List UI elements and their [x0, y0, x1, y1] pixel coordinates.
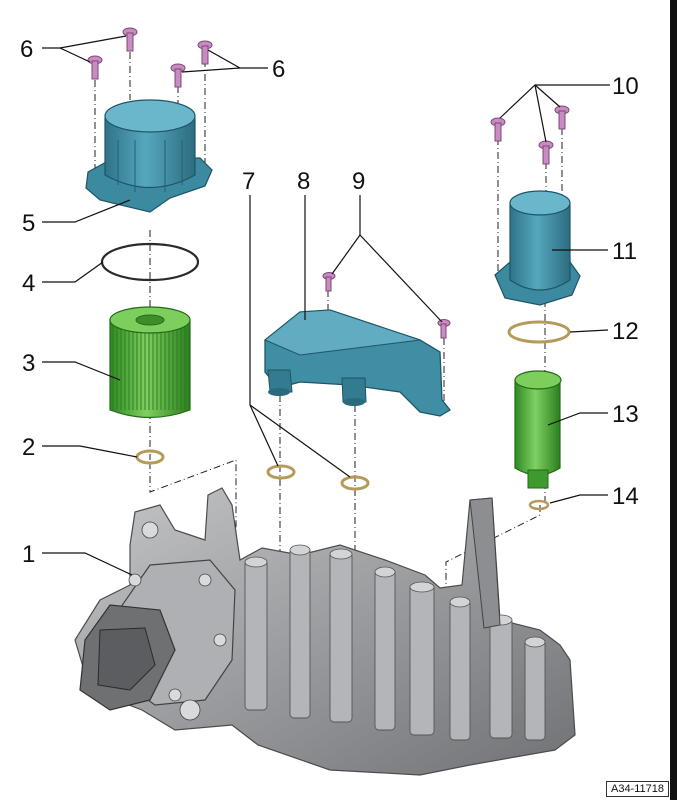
callout-1: 1: [22, 541, 35, 568]
callout-13: 13: [612, 401, 639, 428]
cover-plate: [264, 309, 451, 417]
valve-body: [74, 487, 576, 776]
callout-9: 9: [352, 168, 365, 195]
callout-11: 11: [612, 238, 637, 265]
filter-cover-small: [494, 190, 581, 306]
seal-ring-12: [507, 320, 571, 344]
callout-3: 3: [22, 350, 35, 377]
callout-4: 4: [22, 270, 35, 297]
callout-2: 2: [22, 434, 35, 461]
callout-5: 5: [22, 210, 35, 237]
callout-14: 14: [612, 483, 639, 510]
leader-lines: [42, 35, 610, 576]
screws: [87, 27, 570, 339]
callout-6-right: 6: [272, 56, 285, 83]
image-border: [670, 0, 677, 800]
filter-element-large: [109, 306, 191, 419]
callout-8: 8: [297, 168, 310, 195]
o-ring-7a: [266, 464, 296, 480]
filter-cover-large: [85, 99, 213, 213]
callout-6-left: 6: [20, 36, 33, 63]
callout-12: 12: [612, 318, 639, 345]
o-ring-7b: [340, 475, 370, 491]
callout-10: 10: [612, 73, 639, 100]
callout-7: 7: [242, 168, 255, 195]
callout-labels: 1 2 3 4 5 6 6 7 8 9 10 11 12 13 14: [20, 36, 639, 568]
o-ring-14: [528, 499, 550, 511]
figure-id-label: A34-11718: [605, 781, 669, 797]
filter-element-small: [514, 370, 562, 489]
